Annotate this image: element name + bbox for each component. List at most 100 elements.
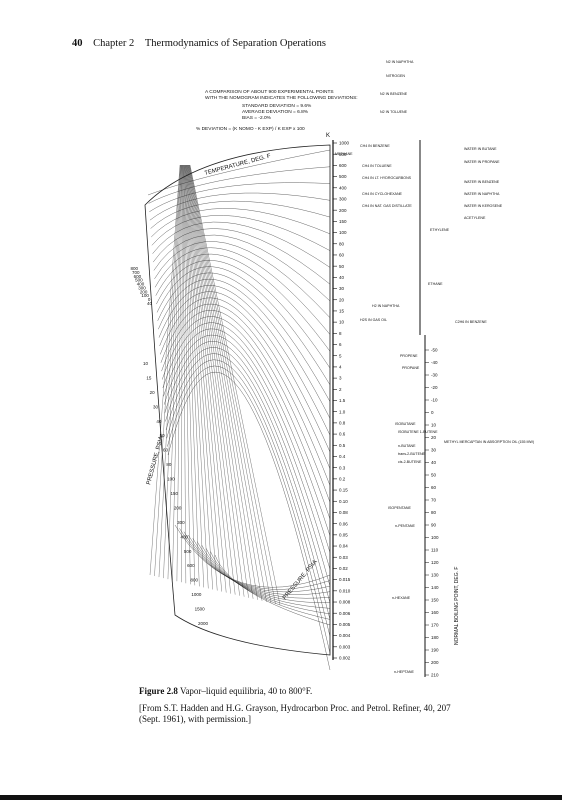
k-tick-label: 1.0 bbox=[339, 409, 346, 414]
component-label: H2 IN NAPHTHA bbox=[372, 304, 400, 308]
temperature-tick-label: 800 bbox=[130, 266, 138, 271]
component-label: NITROGEN bbox=[386, 74, 405, 78]
component-label: N2 IN NAPHTHA bbox=[386, 60, 414, 64]
temperature-curve bbox=[164, 341, 331, 587]
pressure-axis-label-lower: PRESSURE, PSIA bbox=[282, 559, 319, 601]
component-label: PROPANE bbox=[402, 366, 420, 370]
temperature-curve bbox=[151, 208, 331, 238]
pressure-line bbox=[184, 164, 209, 589]
pressure-tick-label: 500 bbox=[184, 549, 192, 554]
k-tick-label: 600 bbox=[339, 163, 347, 168]
pressure-curve bbox=[201, 544, 331, 609]
k-tick-label: 0.002 bbox=[339, 656, 351, 661]
temperature-tick-label: 600 bbox=[134, 274, 142, 279]
pressure-curve bbox=[205, 548, 331, 615]
boiling-point-tick-label: 210 bbox=[431, 673, 439, 678]
k-tick-label: 0.2 bbox=[339, 476, 346, 481]
pressure-tick-label: 150 bbox=[170, 491, 178, 496]
temperature-curve bbox=[152, 221, 331, 268]
pressure-tick-label: 300 bbox=[177, 520, 185, 525]
component-label: ISOPENTANE bbox=[388, 506, 412, 510]
temperature-curve bbox=[150, 200, 331, 229]
k-tick-label: 4 bbox=[339, 365, 342, 370]
boiling-point-tick-label: 50 bbox=[431, 473, 437, 478]
pressure-tick-label: 80 bbox=[166, 462, 172, 467]
component-label: CH4 IN BENZENE bbox=[360, 144, 390, 148]
component-label: ISOBUTANE bbox=[395, 422, 416, 426]
k-tick-label: 0.04 bbox=[339, 544, 348, 549]
pressure-curve bbox=[210, 551, 331, 620]
boiling-point-tick-label: 20 bbox=[431, 435, 437, 440]
pressure-tick-label: 60 bbox=[163, 448, 169, 453]
k-tick-label: 150 bbox=[339, 219, 347, 224]
pressure-curve bbox=[174, 524, 331, 588]
pressure-line bbox=[172, 164, 182, 581]
temperature-curve bbox=[147, 149, 331, 196]
boiling-point-tick-label: 140 bbox=[431, 585, 439, 590]
boiling-point-tick-label: 10 bbox=[431, 423, 437, 428]
temperature-tick-label: 100 bbox=[141, 293, 149, 298]
boiling-point-tick-label: 90 bbox=[431, 523, 437, 528]
boiling-point-tick-label: -30 bbox=[431, 373, 438, 378]
temperature-curve bbox=[154, 241, 331, 318]
component-label: WATER IN BUTANE bbox=[464, 147, 497, 151]
pressure-line bbox=[188, 164, 267, 602]
temperature-tick-label: 200 bbox=[140, 289, 148, 294]
pressure-curve bbox=[214, 554, 331, 626]
temperature-curve bbox=[160, 297, 331, 469]
k-tick-label: 20 bbox=[339, 297, 345, 302]
temperature-curve bbox=[148, 166, 331, 204]
pressure-tick-label: 100 bbox=[167, 477, 175, 482]
pressure-scale: 1015203040506080100150200300400500600800… bbox=[143, 361, 209, 626]
temperature-curve bbox=[149, 182, 331, 212]
k-tick-label: 40 bbox=[339, 275, 345, 280]
k-tick-label: 0.03 bbox=[339, 555, 348, 560]
k-tick-label: 50 bbox=[339, 264, 345, 269]
temperature-tick-label: 700 bbox=[132, 270, 140, 275]
temperature-curve bbox=[160, 303, 331, 486]
k-tick-label: 0.003 bbox=[339, 644, 351, 649]
k-tick-label: 0.005 bbox=[339, 622, 351, 627]
k-tick-label: 800 bbox=[339, 152, 347, 157]
k-tick-label: 10 bbox=[339, 320, 345, 325]
pressure-curve bbox=[183, 531, 331, 593]
pressure-curve bbox=[188, 534, 331, 595]
pressure-line bbox=[176, 164, 183, 582]
component-label: ETHANE bbox=[428, 282, 443, 286]
pressure-tick-label: 10 bbox=[143, 361, 149, 366]
boiling-point-tick-label: 110 bbox=[431, 548, 439, 553]
component-label: N2 IN BENZENE bbox=[380, 92, 408, 96]
boiling-point-tick-label: 150 bbox=[431, 598, 439, 603]
k-tick-label: 300 bbox=[339, 197, 347, 202]
temperature-curve bbox=[163, 334, 331, 570]
pressure-line bbox=[183, 164, 204, 588]
pressure-line bbox=[188, 164, 258, 600]
k-tick-label: 400 bbox=[339, 185, 347, 190]
stats-line: WITH THE NOMOGRAM INDICATES THE FOLLOWIN… bbox=[205, 95, 358, 101]
pressure-line bbox=[182, 164, 187, 584]
pressure-curve bbox=[192, 538, 331, 599]
k-tick-label: 8 bbox=[339, 331, 342, 336]
page-bottom-bar bbox=[0, 795, 562, 800]
temperature-curve bbox=[167, 365, 331, 654]
pressure-tick-label: 400 bbox=[180, 534, 188, 539]
component-label: ACETYLENE bbox=[464, 216, 486, 220]
k-tick-label: 80 bbox=[339, 241, 345, 246]
boiling-point-tick-label: -50 bbox=[431, 348, 438, 353]
component-label: ETHYLENE bbox=[430, 228, 450, 232]
temperature-curve bbox=[167, 372, 331, 671]
k-tick-label: 100 bbox=[339, 230, 347, 235]
temperature-tick-label: 400 bbox=[137, 282, 145, 287]
boiling-point-tick-label: 200 bbox=[431, 660, 439, 665]
boiling-point-tick-label: 120 bbox=[431, 560, 439, 565]
vle-nomogram: A COMPARISON OF ABOUT 900 EXPERIMENTAL P… bbox=[130, 60, 534, 678]
component-label: PROPENE bbox=[400, 354, 418, 358]
pressure-line bbox=[188, 164, 263, 601]
component-label: n-PENTANE bbox=[395, 524, 416, 528]
pressure-line bbox=[185, 164, 222, 592]
component-label: trans-2-BUTENE bbox=[398, 452, 426, 456]
nomogram-envelope bbox=[144, 144, 331, 656]
component-label: n-BUTANE bbox=[398, 444, 416, 448]
